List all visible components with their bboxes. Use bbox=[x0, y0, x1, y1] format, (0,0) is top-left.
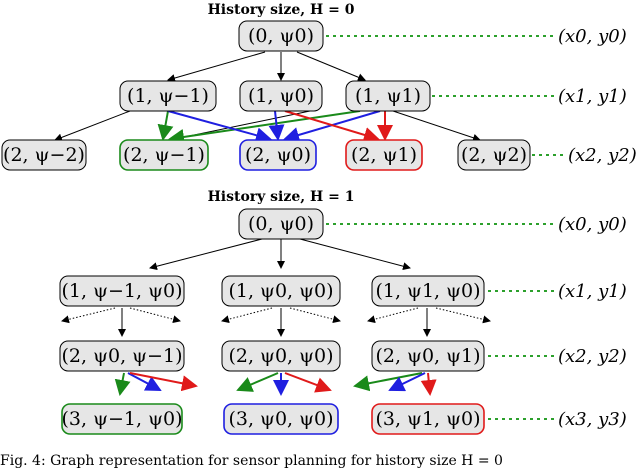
top-colored-edges bbox=[157, 110, 393, 145]
top-node-l2-a: (2, ψ−2) bbox=[1, 139, 87, 171]
svg-text:(3, ψ−1, ψ0): (3, ψ−1, ψ0) bbox=[62, 408, 183, 430]
top-node-l1-b: (1, ψ0) bbox=[239, 80, 323, 112]
bottom-observation-2: (x2, y2) bbox=[558, 346, 627, 367]
top-node-root: (0, ψ0) bbox=[238, 20, 324, 52]
top-observation-0: (x0, y0) bbox=[558, 26, 627, 47]
bottom-node-l1-a: (1, ψ−1, ψ0) bbox=[59, 275, 185, 307]
svg-text:(2, ψ0, ψ1): (2, ψ0, ψ1) bbox=[375, 345, 480, 367]
svg-text:(0, ψ0): (0, ψ0) bbox=[248, 25, 314, 47]
top-node-l1-a: (1, ψ−1) bbox=[119, 80, 217, 112]
bottom-node-l1-b: (1, ψ0, ψ0) bbox=[221, 275, 341, 307]
svg-text:(2, ψ0, ψ−1): (2, ψ0, ψ−1) bbox=[62, 345, 183, 367]
bottom-node-l2-b: (2, ψ0, ψ0) bbox=[221, 340, 341, 372]
svg-text:(1, ψ0, ψ0): (1, ψ0, ψ0) bbox=[228, 280, 333, 302]
top-panel-title: History size, H = 0 bbox=[208, 2, 355, 18]
svg-text:(2, ψ−1): (2, ψ−1) bbox=[123, 144, 205, 166]
bottom-node-l3-b: (3, ψ0, ψ0) bbox=[223, 403, 339, 435]
bottom-observation-links bbox=[326, 223, 556, 420]
bottom-panel-title: History size, H = 1 bbox=[208, 189, 355, 205]
top-observation-links bbox=[326, 35, 566, 156]
bottom-node-root: (0, ψ0) bbox=[238, 208, 324, 240]
bottom-node-l3-a: (3, ψ−1, ψ0) bbox=[61, 403, 183, 435]
svg-text:(2, ψ−2): (2, ψ−2) bbox=[3, 144, 85, 166]
bottom-observation-1: (x1, y1) bbox=[558, 281, 627, 302]
bottom-colored-edges bbox=[114, 372, 437, 396]
bottom-node-l2-c: (2, ψ0, ψ1) bbox=[371, 340, 485, 372]
top-node-l2-d: (2, ψ1) bbox=[345, 139, 423, 171]
svg-text:(1, ψ−1, ψ0): (1, ψ−1, ψ0) bbox=[62, 280, 183, 302]
svg-text:(2, ψ1): (2, ψ1) bbox=[351, 144, 417, 166]
top-observation-2: (x2, y2) bbox=[568, 145, 637, 166]
figure-caption: Fig. 4: Graph representation for sensor … bbox=[0, 453, 503, 469]
top-node-l2-e: (2, ψ2) bbox=[457, 139, 531, 171]
svg-text:(1, ψ0): (1, ψ0) bbox=[248, 85, 314, 107]
svg-text:(0, ψ0): (0, ψ0) bbox=[248, 213, 314, 235]
svg-text:(1, ψ1, ψ0): (1, ψ1, ψ0) bbox=[375, 280, 480, 302]
bottom-node-l3-c: (3, ψ1, ψ0) bbox=[371, 403, 485, 435]
svg-text:(2, ψ0): (2, ψ0) bbox=[245, 144, 311, 166]
bottom-node-l2-a: (2, ψ0, ψ−1) bbox=[59, 340, 185, 372]
svg-text:(3, ψ1, ψ0): (3, ψ1, ψ0) bbox=[375, 408, 480, 430]
top-node-l2-c: (2, ψ0) bbox=[239, 139, 317, 171]
top-edges-level1 bbox=[167, 51, 366, 82]
svg-text:(3, ψ0, ψ0): (3, ψ0, ψ0) bbox=[228, 408, 333, 430]
bottom-edges-level2 bbox=[118, 308, 431, 337]
bottom-observation-0: (x0, y0) bbox=[558, 214, 627, 235]
bottom-dotted-branches bbox=[61, 307, 491, 324]
top-observation-1: (x1, y1) bbox=[558, 86, 627, 107]
svg-text:(2, ψ0, ψ0): (2, ψ0, ψ0) bbox=[228, 345, 333, 367]
top-node-l1-c: (1, ψ1) bbox=[345, 80, 431, 112]
svg-text:(1, ψ1): (1, ψ1) bbox=[355, 85, 421, 107]
svg-text:(2, ψ2): (2, ψ2) bbox=[461, 144, 527, 166]
bottom-node-l1-c: (1, ψ1, ψ0) bbox=[371, 275, 485, 307]
top-node-l2-b: (2, ψ−1) bbox=[119, 139, 209, 171]
bottom-edges-level1 bbox=[149, 238, 411, 271]
svg-text:(1, ψ−1): (1, ψ−1) bbox=[127, 85, 209, 107]
bottom-observation-3: (x3, y3) bbox=[558, 409, 627, 430]
